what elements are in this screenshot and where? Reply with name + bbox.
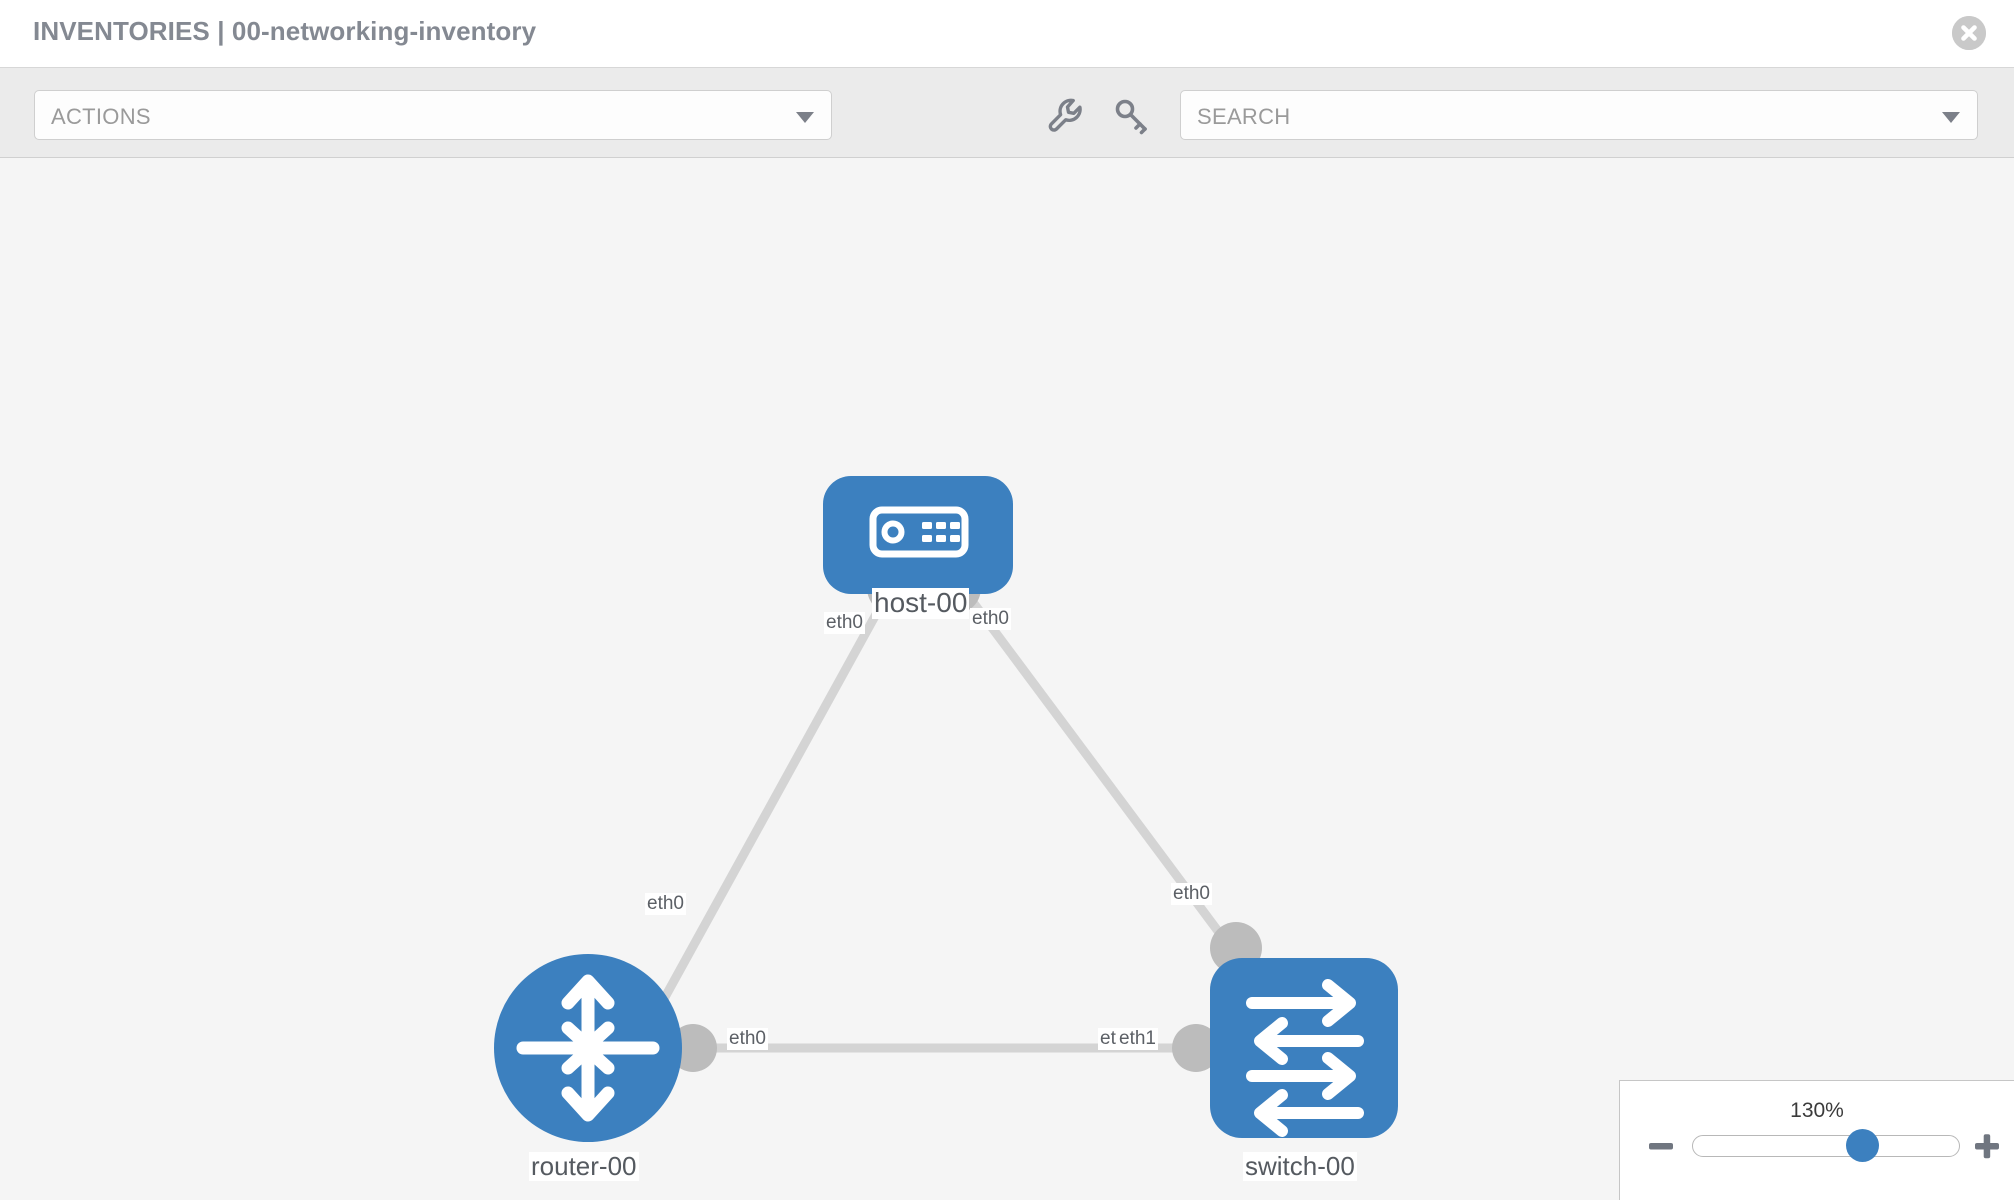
minus-icon[interactable] [1646,1131,1676,1161]
page-title: INVENTORIES | 00-networking-inventory [33,16,537,46]
node-switch-00[interactable] [1210,958,1398,1138]
port-switch-eth1[interactable] [1172,1024,1220,1072]
topology-canvas[interactable]: host-00 router-00 switch-00 eth0 eth0 et… [0,158,2014,1200]
topology-graph [494,476,1398,1142]
node-label-host-00: host-00 [872,587,970,619]
zoom-control-panel: 130% [1619,1080,2014,1200]
actions-dropdown-label: ACTIONS [51,104,151,129]
chevron-down-icon[interactable] [1942,112,1960,123]
edge-label-router-horizontal: eth0 [727,1028,768,1050]
edge-label-switch-diagonal: eth0 [1171,883,1212,905]
wrench-icon[interactable] [1044,94,1086,136]
edge-label-switch-horizontal-b: eth1 [1117,1028,1158,1050]
actions-dropdown[interactable]: ACTIONS [34,90,832,140]
key-icon[interactable] [1110,94,1152,136]
node-router-00[interactable] [494,954,682,1142]
plus-icon[interactable] [1972,1131,2002,1161]
node-label-switch-00: switch-00 [1243,1151,1357,1181]
node-host-00[interactable] [823,476,1013,594]
edge-label-host-left: eth0 [824,612,865,634]
zoom-percent-label: 130% [1790,1099,1844,1122]
toolbar: ACTIONS SEARCH [0,68,2014,158]
node-label-router-00: router-00 [529,1151,639,1181]
chevron-down-icon [796,112,814,123]
close-icon[interactable] [1952,16,1986,50]
search-input[interactable]: SEARCH [1180,90,1978,140]
page-header: INVENTORIES | 00-networking-inventory [0,0,2014,68]
edge-label-router-diagonal: eth0 [645,893,686,915]
search-placeholder-label: SEARCH [1197,104,1291,129]
edge-host-router[interactable] [644,575,900,1031]
zoom-slider-handle[interactable] [1846,1129,1879,1162]
zoom-slider-track[interactable] [1692,1135,1960,1157]
edge-label-host-right: eth0 [970,608,1011,630]
